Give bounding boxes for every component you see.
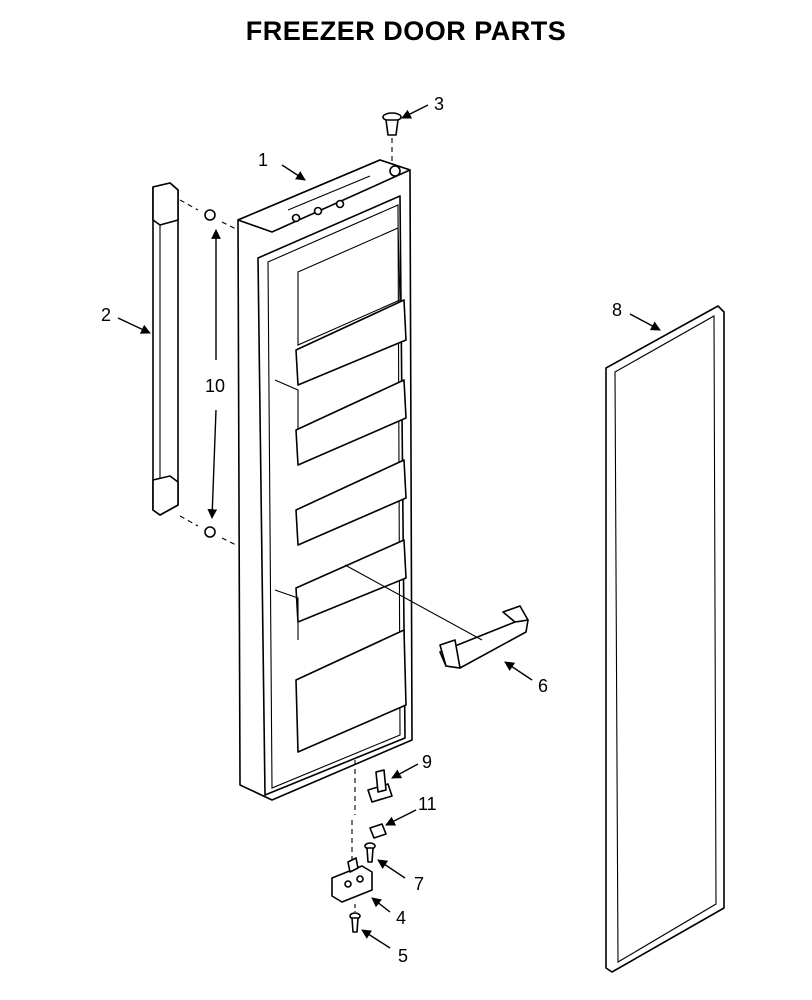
door-gasket-part <box>605 305 725 973</box>
page-title: FREEZER DOOR PARTS <box>245 16 567 46</box>
callout-9: 9 <box>422 752 432 772</box>
hinge-spacer-part <box>351 820 387 860</box>
callout-7: 7 <box>414 874 424 894</box>
callout-5: 5 <box>398 946 408 966</box>
callout-8: 8 <box>612 300 622 320</box>
door-handle-part <box>152 182 179 516</box>
bottom-hinge-part <box>331 857 373 903</box>
callout-4: 4 <box>396 908 406 928</box>
top-hinge-pin-part <box>382 112 402 162</box>
callout-10: 10 <box>205 376 225 396</box>
callout-leaders <box>117 104 661 949</box>
hinge-mounting-screw-part <box>349 904 361 933</box>
callout-1: 1 <box>258 150 268 170</box>
callout-3: 3 <box>434 94 444 114</box>
callout-6: 6 <box>538 676 548 696</box>
door-bin-part <box>344 564 529 669</box>
hinge-bushing-part <box>354 760 393 815</box>
handle-screws-part <box>179 199 239 547</box>
callout-11: 11 <box>418 794 437 814</box>
callout-labels: 1 2 3 4 5 6 7 8 9 10 11 <box>101 94 622 966</box>
door-bins <box>274 299 407 753</box>
callout-2: 2 <box>101 305 111 325</box>
hinge-screw-part <box>364 842 376 863</box>
